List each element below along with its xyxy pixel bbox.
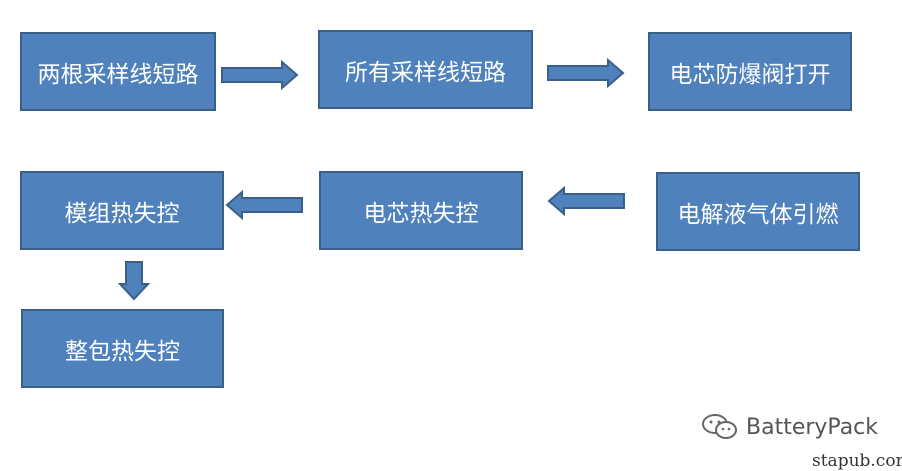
node-electrolyte-gas-ignition: 电解液气体引燃 (656, 172, 860, 251)
arrow-n4-to-n5 (547, 186, 625, 216)
watermark-site: stapub.com (812, 451, 902, 471)
node-cell-vent-open: 电芯防爆阀打开 (648, 32, 852, 111)
arrow-n6-to-n7 (118, 261, 150, 301)
node-pack-thermal-runaway: 整包热失控 (21, 309, 224, 388)
node-all-sampling-lines-short: 所有采样线短路 (318, 30, 533, 109)
watermark: BatteryPack (700, 412, 878, 442)
arrow-n2-to-n3 (547, 58, 625, 88)
arrow-n5-to-n6 (225, 190, 303, 220)
watermark-brand: BatteryPack (746, 414, 879, 440)
node-module-thermal-runaway: 模组热失控 (20, 171, 224, 250)
arrow-n1-to-n2 (221, 60, 299, 90)
node-cell-thermal-runaway: 电芯热失控 (319, 171, 523, 250)
node-two-sampling-lines-short: 两根采样线短路 (20, 32, 216, 111)
wechat-icon (702, 414, 737, 439)
